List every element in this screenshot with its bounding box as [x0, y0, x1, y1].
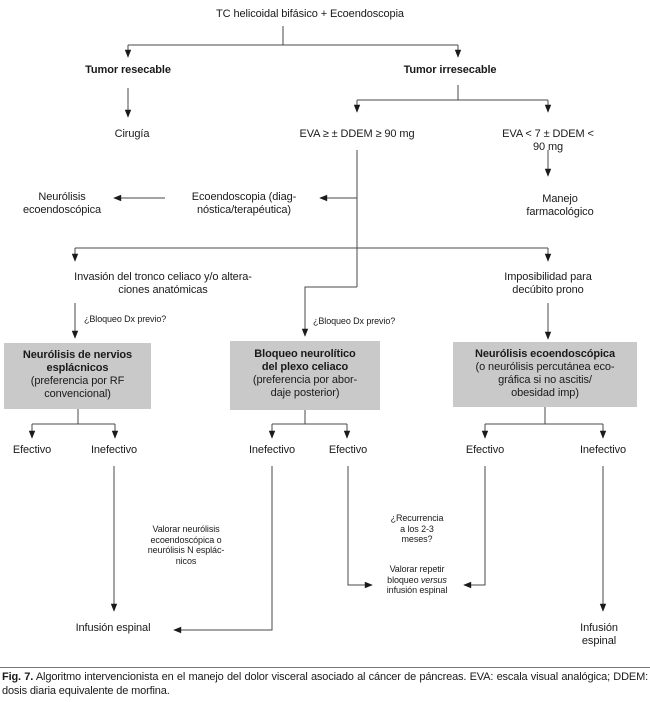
- node-invasion-tronco: Invasión del tronco celiaco y/o altera- …: [74, 271, 252, 296]
- box-subtitle: (o neurólisis percutánea eco- gráfica si…: [475, 361, 615, 399]
- node-efectivo-2: Efectivo: [328, 444, 368, 456]
- box-title: Neurólisis de nervios esplácnicos: [22, 349, 133, 374]
- figure-caption: Fig. 7. Algoritmo intervencionista en el…: [2, 671, 648, 698]
- caption-label: Fig. 7.: [2, 671, 34, 683]
- label-valorar-repetir: Valorar repetir bloqueo versus infusión …: [386, 564, 448, 596]
- node-cirugia: Cirugía: [114, 128, 150, 140]
- label-recurrencia: ¿Recurrencia a los 2-3 meses?: [390, 513, 444, 544]
- node-ecoendoscopia: Ecoendoscopia (diag- nóstica/terapéutica…: [191, 191, 297, 216]
- node-root: TC helicoidal bifásico + Ecoendoscopia: [216, 8, 404, 20]
- box-neurolisis-esplacnicos: Neurólisis de nervios esplácnicos (prefe…: [4, 343, 151, 409]
- box-neurolisis-ecoendoscopica: Neurólisis ecoendoscópica (o neurólisis …: [453, 342, 637, 407]
- valorar-repetir-post: infusión espinal: [386, 585, 448, 595]
- node-eva-alta: EVA ≥ ± DDEM ≥ 90 mg: [299, 128, 415, 140]
- box-title: Bloqueo neurolítico del plexo celiaco: [254, 348, 356, 373]
- box-title: Neurólisis ecoendoscópica: [475, 348, 615, 360]
- node-tumor-resecable: Tumor resecable: [85, 64, 171, 76]
- box-bloqueo-plexo-celiaco: Bloqueo neurolítico del plexo celiaco (p…: [230, 341, 380, 410]
- valorar-repetir-pre: Valorar repetir bloqueo: [387, 564, 445, 585]
- node-infusion-espinal-izquierda: Infusión espinal: [75, 622, 151, 634]
- node-inefectivo-1: Inefectivo: [90, 444, 138, 456]
- node-infusion-espinal-derecha: Infusión espinal: [580, 622, 618, 647]
- node-eva-baja: EVA < 7 ± DDEM < 90 mg: [502, 128, 594, 153]
- box-subtitle: (preferencia por RF convencional): [30, 375, 125, 400]
- box-subtitle: (preferencia por abor- daje posterior): [252, 374, 358, 399]
- caption-divider: [0, 667, 650, 668]
- node-efectivo-3: Efectivo: [465, 444, 505, 456]
- node-inefectivo-2: Inefectivo: [248, 444, 296, 456]
- node-tumor-irresecable: Tumor irresecable: [403, 64, 497, 76]
- node-neurolisis-ecoendoscopica: Neurólisis ecoendoscópica: [22, 191, 102, 216]
- node-efectivo-1: Efectivo: [12, 444, 52, 456]
- valorar-repetir-versus: versus: [420, 574, 447, 585]
- label-bloqueo-dx-izquierda: ¿Bloqueo Dx previo?: [84, 314, 167, 324]
- node-inefectivo-3: Inefectivo: [579, 444, 627, 456]
- node-manejo-farmacologico: Manejo farmacológico: [526, 193, 594, 218]
- node-imposibilidad: Imposibilidad para decúbito prono: [504, 271, 592, 296]
- label-bloqueo-dx-centro: ¿Bloqueo Dx previo?: [313, 316, 396, 326]
- caption-text: Algoritmo intervencionista en el manejo …: [2, 671, 649, 697]
- flowchart-connectors: [28, 26, 607, 634]
- label-valorar-neurolisis: Valorar neurólisis ecoendoscópica o neur…: [147, 524, 225, 566]
